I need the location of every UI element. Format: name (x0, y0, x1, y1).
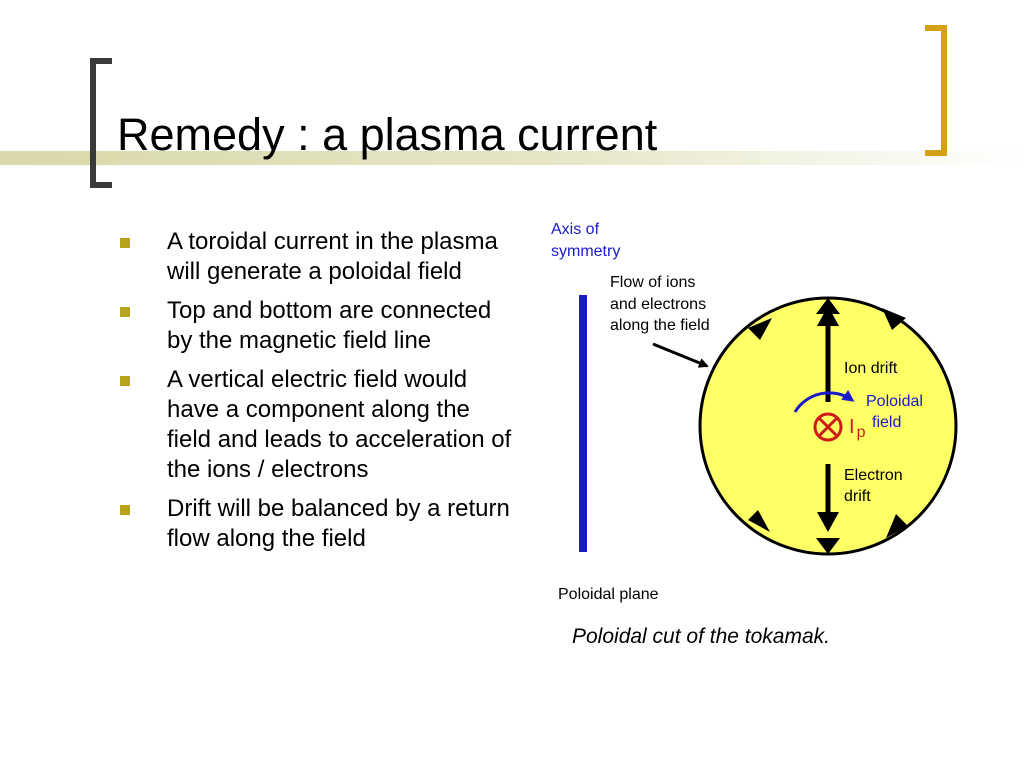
symmetry-axis (579, 295, 587, 552)
axis-label-line1: Axis of (551, 221, 600, 238)
poloidal-field-arc (793, 389, 855, 413)
bullet-text: A vertical electric field would have a c… (167, 366, 512, 483)
bullet-item: A toroidal current in the plasma will ge… (118, 227, 518, 287)
current-symbol: I (849, 416, 855, 438)
flow-arrow (652, 342, 709, 368)
poloidal-field-label-line2: field (872, 414, 901, 431)
bullet-text: A toroidal current in the plasma will ge… (167, 228, 498, 285)
ion-drift-arrowhead (817, 306, 839, 326)
poloidal-field-label-line1: Poloidal (866, 393, 923, 410)
bullet-text: Top and bottom are connected by the magn… (167, 297, 492, 354)
current-into-page-icon (813, 412, 843, 442)
bullet-item: Top and bottom are connected by the magn… (118, 296, 518, 356)
ion-drift-label: Ion drift (844, 360, 898, 377)
bullet-text: Drift will be balanced by a return flow … (167, 495, 510, 552)
right-bracket (925, 25, 947, 156)
electron-drift-label-line1: Electron (844, 467, 903, 484)
bullet-list: A toroidal current in the plasma will ge… (118, 227, 518, 563)
left-bracket (90, 58, 112, 188)
electron-drift-label-line2: drift (844, 488, 871, 505)
flow-label-line3: along the field (610, 317, 710, 334)
plane-label: Poloidal plane (558, 586, 659, 603)
figure-caption: Poloidal cut of the tokamak. (572, 625, 830, 648)
axis-label-line2: symmetry (551, 243, 620, 260)
square-bullet-icon (120, 376, 130, 386)
poloidal-diagram: Axis of symmetry Flow of ions and electr… (551, 221, 958, 603)
title-accent-bar (0, 151, 1024, 165)
bullet-item: Drift will be balanced by a return flow … (118, 494, 518, 554)
slide-title: Remedy : a plasma current (117, 109, 658, 160)
square-bullet-icon (120, 505, 130, 515)
flow-label-line2: and electrons (610, 296, 706, 313)
bullet-item: A vertical electric field would have a c… (118, 365, 518, 485)
square-bullet-icon (120, 238, 130, 248)
current-subscript: p (857, 424, 866, 441)
flow-label-line1: Flow of ions (610, 274, 695, 291)
field-line-arrows (748, 298, 908, 554)
electron-drift-arrowhead (817, 512, 839, 532)
square-bullet-icon (120, 307, 130, 317)
